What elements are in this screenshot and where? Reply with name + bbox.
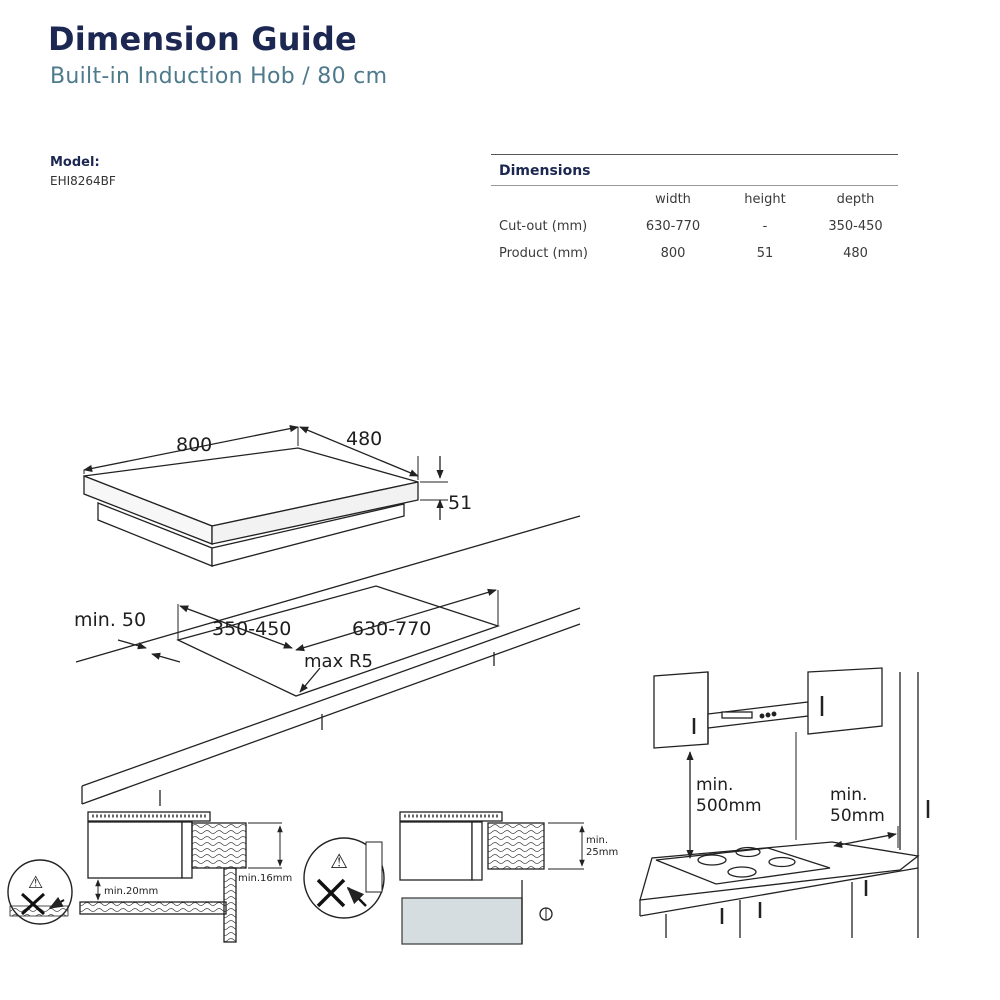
cutout-height: - xyxy=(762,219,768,234)
column-header-depth: depth xyxy=(836,192,875,207)
section-a-shelf xyxy=(79,901,227,915)
hood-display xyxy=(721,711,753,719)
cutout-width-label: 630-770 xyxy=(352,618,431,640)
section-b-hob-body xyxy=(399,821,473,881)
top-clearance-label-2: 500mm xyxy=(696,796,762,816)
section-b-worktop xyxy=(487,822,545,870)
cooking-zone-icon xyxy=(697,854,727,866)
table-row: Cut-out (mm) 630-770 - 350-450 xyxy=(491,213,898,240)
model-label: Model: xyxy=(50,155,100,170)
warning-icon: ⚠ xyxy=(28,873,43,893)
product-depth: 480 xyxy=(843,246,868,261)
cutout-width-dimension-line xyxy=(295,588,497,652)
cutout-depth-label: 350-450 xyxy=(212,618,291,640)
section-b-thickness-label-2: 25mm xyxy=(586,847,618,858)
cutout-opening xyxy=(176,585,501,697)
column-header-width: width xyxy=(655,192,691,207)
dimensions-grid: width height depth Cut-out (mm) 630-770 … xyxy=(491,186,898,267)
table-row: Product (mm) 800 51 480 xyxy=(491,240,898,267)
side-clearance-label-2: 50mm xyxy=(830,806,885,826)
hob-width-label: 800 xyxy=(176,434,212,456)
width-dimension-line xyxy=(83,425,299,472)
cutout-depth: 350-450 xyxy=(828,219,883,234)
product-height: 51 xyxy=(756,246,774,261)
section-a-worktop xyxy=(191,822,247,869)
product-width: 800 xyxy=(660,246,686,261)
column-header-height: height xyxy=(744,192,786,207)
heat-arrow-icon xyxy=(346,886,367,907)
section-b-oven xyxy=(401,897,523,945)
prohibited-x-icon xyxy=(316,878,346,908)
top-clearance-label-1: min. xyxy=(696,775,733,795)
radius-leader-line xyxy=(299,667,321,693)
cutout-depth-dimension-line xyxy=(179,605,293,649)
hood-button-icon xyxy=(771,711,777,717)
model-number: EHI8264BF xyxy=(50,174,116,188)
section-a-hob-body xyxy=(87,821,183,879)
min-edge-label: min. 50 xyxy=(74,609,146,631)
dimensions-heading: Dimensions xyxy=(491,155,898,186)
section-a-hob-wall xyxy=(181,821,193,879)
cutout-width: 630-770 xyxy=(645,219,701,234)
dimensions-table: Dimensions width height depth Cut-out (m… xyxy=(491,154,898,267)
warning-callout-b: ⚠ xyxy=(303,837,385,919)
cooking-zone-icon xyxy=(768,856,796,868)
warning-callout-a: ⚠ xyxy=(7,859,73,925)
prohibited-x-icon xyxy=(20,892,46,916)
kitchen-clearance-diagram xyxy=(639,667,930,938)
upper-cabinet-right xyxy=(807,667,883,735)
hob-depth-label: 480 xyxy=(346,428,382,450)
section-b-thickness-label-1: min. xyxy=(586,835,608,846)
hob-height-label: 51 xyxy=(448,492,472,514)
section-a-thickness-label: min.16mm xyxy=(238,873,292,884)
warning-b-wall xyxy=(365,841,383,893)
section-a-panel xyxy=(223,867,237,943)
hood-button-icon xyxy=(759,713,765,719)
section-b-hob-wall xyxy=(471,821,483,881)
row-label-product: Product (mm) xyxy=(499,246,588,261)
side-clearance-arrow xyxy=(833,831,897,849)
row-label-cutout: Cut-out (mm) xyxy=(499,219,588,234)
cooking-zone-icon xyxy=(735,846,761,858)
warning-icon: ⚠ xyxy=(330,849,348,873)
worktop-front-lower-edge xyxy=(81,623,581,805)
hob-side-face xyxy=(211,481,419,545)
cooking-zone-icon xyxy=(727,866,757,878)
section-b-diagram xyxy=(399,811,585,945)
side-clearance-label-1: min. xyxy=(830,785,867,805)
hob-diagram xyxy=(83,425,448,567)
hood-button-icon xyxy=(765,712,771,718)
upper-cabinet-left xyxy=(653,671,709,749)
hob-base-side xyxy=(211,503,405,567)
page-subtitle: Built-in Induction Hob / 80 cm xyxy=(50,64,388,89)
heat-arrow-icon xyxy=(48,896,65,909)
radius-label: max R5 xyxy=(304,651,373,672)
counter-front xyxy=(639,867,919,917)
depth-dimension-line xyxy=(299,426,419,477)
page-title: Dimension Guide xyxy=(48,20,357,58)
section-a-diagram xyxy=(79,811,283,943)
min-edge-arrow-right xyxy=(151,652,181,663)
worktop-diagram xyxy=(75,515,581,806)
section-b-hob-plate xyxy=(399,811,503,822)
min-edge-arrow-left xyxy=(117,639,147,650)
section-a-gap-label: min.20mm xyxy=(104,886,158,897)
dimensions-header-row: width height depth xyxy=(491,186,898,213)
worktop-front-edge xyxy=(81,607,581,787)
